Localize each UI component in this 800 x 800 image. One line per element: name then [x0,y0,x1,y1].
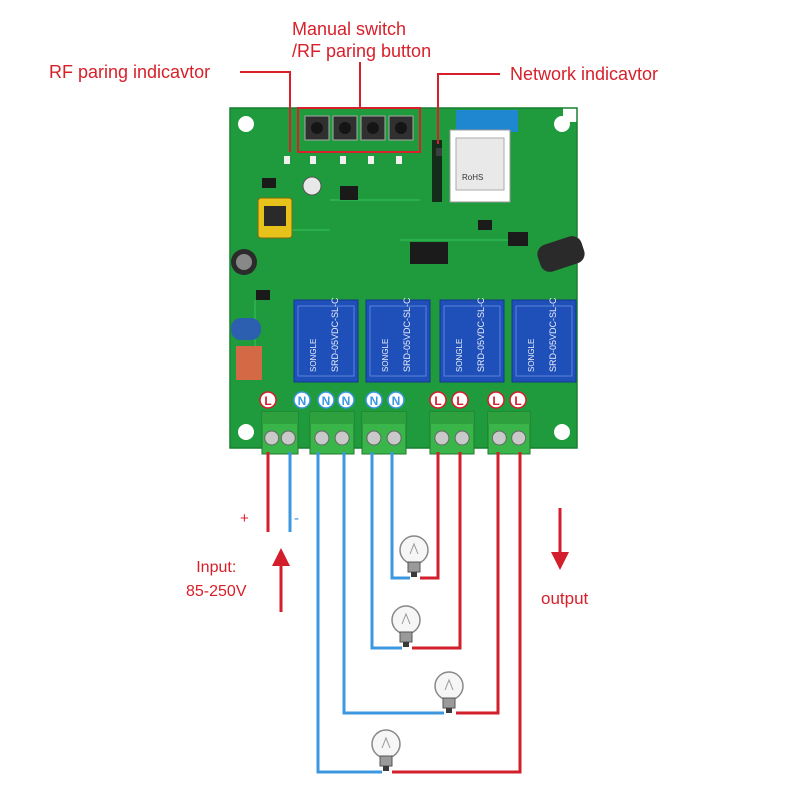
relay-brand-text: SONGLE [309,339,318,372]
input-label-line1: Input: [196,559,237,576]
svg-text:N: N [370,394,379,408]
svg-text:N: N [392,394,401,408]
wifi-module: RoHS [432,110,518,203]
relay-model-text: SRD-05VDC-SL-C [548,297,558,372]
terminal-label-L: L [451,391,469,409]
relay-brand-text: SONGLE [527,339,536,372]
manual-switch-callout: Manual switch /RF paring button [292,18,431,62]
terminal-block-4 [429,411,475,455]
module-label: RoHS [462,173,483,182]
terminal-label-L: L [429,391,447,409]
svg-text:L: L [434,394,441,408]
callout-lines [240,62,500,152]
neutral-wire-bulb-4 [316,452,382,774]
relay-model-text: SRD-05VDC-SL-C [402,297,412,372]
callout-line-network [437,73,500,144]
terminal-blocks [261,411,531,455]
terminal-label-N: N [387,391,405,409]
neutral-wire-bulb-1 [390,452,410,580]
svg-text:L: L [456,394,463,408]
light-bulb-icon [391,605,421,647]
terminal-block-5 [487,411,531,455]
terminal-label-N: N [293,391,311,409]
terminal-label-N: N [337,391,355,409]
rf-antenna-coil [537,236,585,272]
svg-text:L: L [514,394,521,408]
terminal-label-L: L [259,391,277,409]
ic-chips [410,220,585,272]
output-label: output [541,589,589,608]
wires [266,452,522,774]
relays: SRD-05VDC-SL-C SONGLE SRD-05VDC-SL-C SONGLE… [293,297,577,383]
svg-text:N: N [342,394,351,408]
mount-hole [554,424,570,440]
relay-3: SRD-05VDC-SL-C SONGLE [439,297,505,383]
manual-switch-line1: Manual switch [292,19,407,39]
light-bulb-icon [399,535,429,577]
mount-hole [238,424,254,440]
live-wire-bulb-2 [412,452,462,650]
relay-brand-text: SONGLE [455,339,464,372]
minus-label: - [294,510,299,527]
manual-button-1 [304,115,330,141]
relay-4: SRD-05VDC-SL-C SONGLE [511,297,577,383]
manual-switch-line2: /RF paring button [292,41,432,61]
network-indicator-callout: Network indicavtor [510,64,659,84]
light-bulb-icon [434,671,464,713]
terminal-label-L: L [487,391,505,409]
input-label-line2: 85-250V [186,583,247,600]
live-wire-bulb-1 [420,452,440,580]
terminal-label-N: N [365,391,383,409]
plus-label: + [240,510,249,527]
power-components [231,176,358,380]
light-bulb-icon [371,729,401,771]
svg-text:N: N [298,394,307,408]
callout-line-rf [240,71,291,152]
relay-model-text: SRD-05VDC-SL-C [476,297,486,372]
light-bulbs [371,535,464,771]
manual-switch-buttons [297,107,421,153]
neutral-wire-bulb-2 [370,452,402,650]
terminal-block-1 [261,411,299,455]
svg-text:N: N [322,394,331,408]
live-wire-bulb-4 [392,452,522,774]
svg-text:L: L [264,394,271,408]
relay-1: SRD-05VDC-SL-C SONGLE [293,297,359,383]
neutral-wire-bulb-3 [342,452,444,715]
relay-brand-text: SONGLE [381,339,390,372]
rf-indicator-led [284,156,290,164]
svg-text:L: L [492,394,499,408]
terminal-block-3 [361,411,407,455]
input-voltage-label: Input: 85-250V [186,556,247,604]
relay-2: SRD-05VDC-SL-C SONGLE [365,297,431,383]
live-wire-bulb-3 [456,452,500,715]
relay-model-text: SRD-05VDC-SL-C [330,297,340,372]
mount-hole [238,116,254,132]
mount-hole [554,116,570,132]
terminal-block-2 [309,411,355,455]
rf-indicator-callout: RF paring indicavtor [49,62,211,82]
terminal-label-N: N [317,391,335,409]
terminal-label-L: L [509,391,527,409]
arrows [272,508,569,612]
